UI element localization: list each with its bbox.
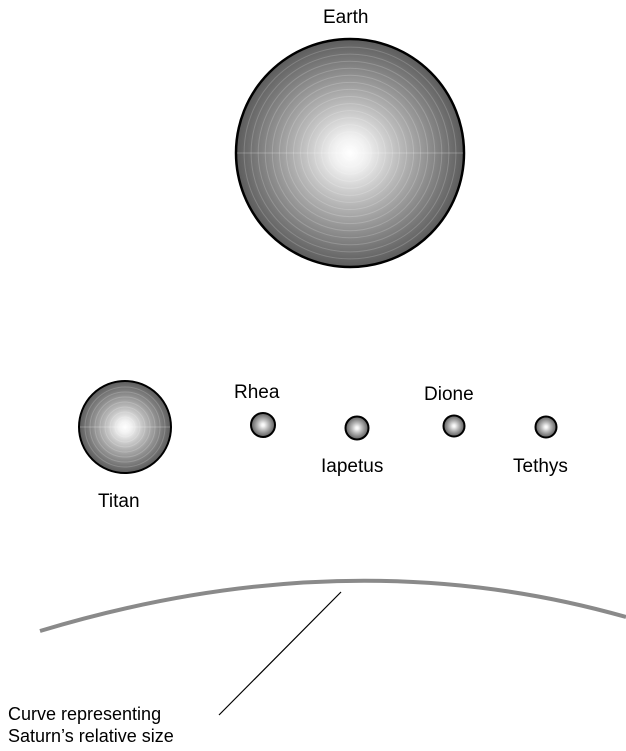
dione-sphere [442, 414, 466, 438]
tethys-label: Tethys [513, 456, 568, 477]
iapetus-sphere [344, 415, 370, 441]
saturn-caption: Curve representing Saturn’s relative siz… [8, 703, 174, 747]
tethys-sphere [534, 415, 558, 439]
titan-sphere [78, 380, 172, 474]
rhea-label: Rhea [234, 382, 280, 403]
titan-label: Titan [98, 491, 140, 512]
earth-sphere [234, 37, 466, 269]
iapetus-label: Iapetus [321, 456, 384, 477]
rhea-sphere [250, 412, 276, 438]
saturn-curve [39, 578, 626, 633]
earth-label: Earth [323, 7, 369, 28]
dione-label: Dione [424, 384, 474, 405]
saturn-caption-line1: Curve representing [8, 704, 162, 724]
saturn-caption-line2: Saturn’s relative size [8, 726, 174, 746]
leader-line [218, 591, 342, 716]
